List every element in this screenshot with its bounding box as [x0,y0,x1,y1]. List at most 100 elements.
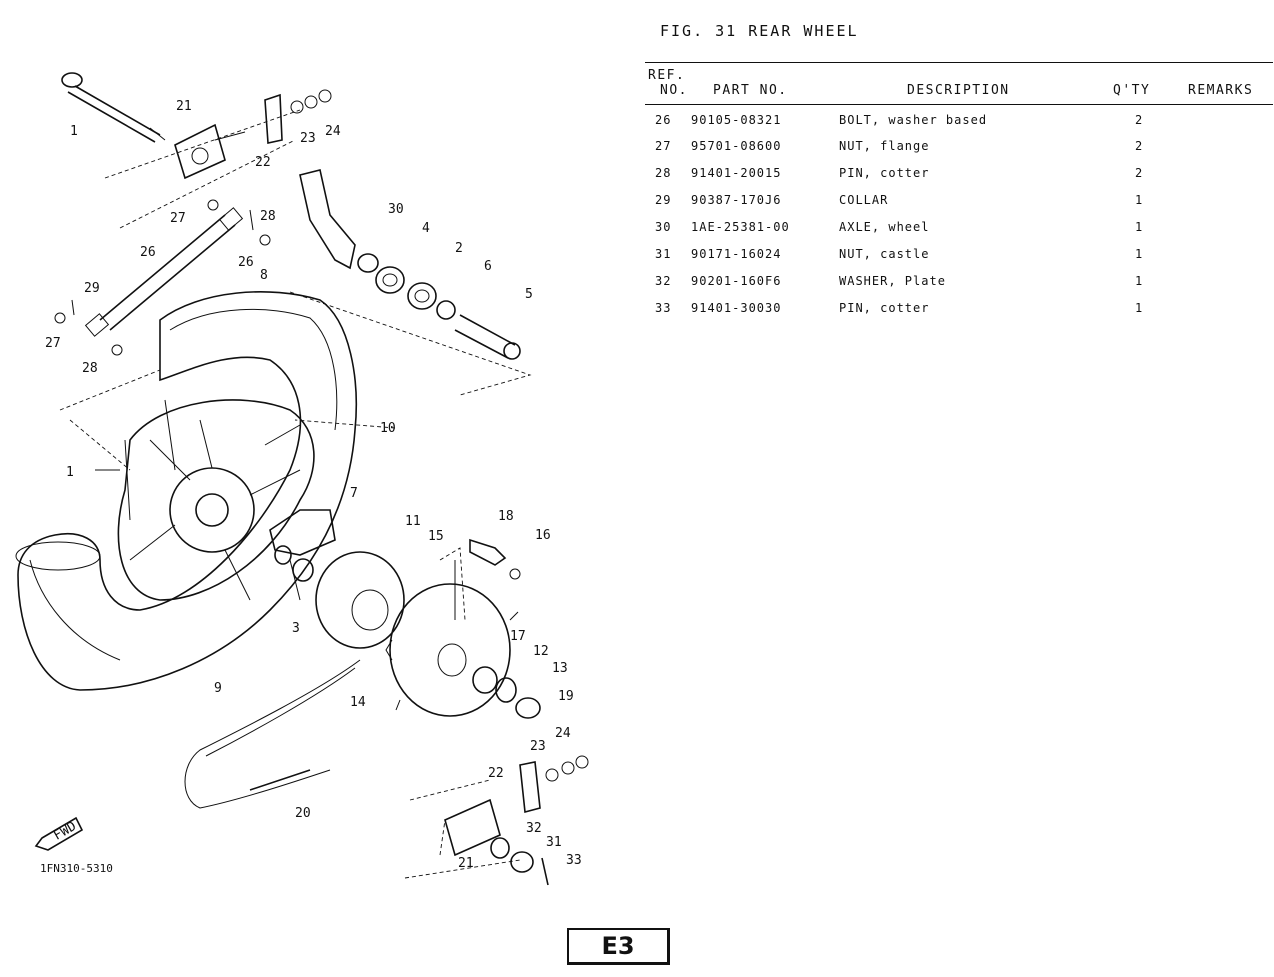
chain-puller-top [174,123,246,180]
header-qty: Q'TY [1113,83,1151,98]
description: PIN, cotter [839,166,930,180]
callout-5: 5 [525,287,533,302]
brake-arm-top [299,169,356,270]
drawing-code: 1FN310-5310 [40,862,113,875]
callout-6: 6 [484,259,492,274]
description: AXLE, wheel [839,220,930,234]
callout-22: 22 [255,155,271,170]
description: PIN, cotter [839,301,930,315]
exploded-parts-diagram: FWD 1 21 22 23 24 28 27 26 30 4 2 6 5 26… [15,72,589,886]
callout-3: 3 [292,621,300,636]
callout-19: 19 [558,689,574,704]
callout-7: 7 [350,486,358,501]
ref-no: 26 [655,113,672,127]
description: NUT, castle [839,247,930,261]
forward-arrow-icon: FWD [34,816,84,851]
callout-30: 1 [70,124,78,139]
header-remarks: REMARKS [1188,83,1254,98]
tire [15,291,358,691]
callout-9: 9 [214,681,222,696]
header-description: DESCRIPTION [907,83,1010,98]
rear-axle [61,72,166,143]
header-ref-bottom: NO. [660,83,688,98]
chain-puller-bottom [444,755,589,886]
callout-27b: 28 [82,361,98,376]
description: WASHER, Plate [839,274,946,288]
callout-10: 10 [380,421,396,436]
callout-1-label: 1 [66,465,74,480]
qty: 1 [1135,193,1144,207]
callout-8: 8 [260,268,268,283]
callout-24: 24 [325,124,341,139]
callout-20: 20 [295,806,311,821]
qty: 2 [1135,139,1144,153]
part-no: 90387-170J6 [691,193,782,207]
description: BOLT, washer based [839,113,988,127]
torque-rod [84,207,244,337]
bearings-and-spacers [357,253,521,360]
callout-21b: 21 [458,856,474,871]
qty: 1 [1135,247,1144,261]
callout-27: 27 [170,211,186,226]
part-no: 91401-20015 [691,166,782,180]
callout-31: 31 [546,835,562,850]
header-part-no: PART NO. [713,83,788,98]
ref-no: 27 [655,139,672,153]
callout-28: 28 [260,209,276,224]
sprocket-assembly [315,551,541,719]
brake-bracket [269,509,336,582]
part-no: 1AE-25381-00 [691,220,790,234]
callout-14: 14 [350,695,366,710]
qty: 1 [1135,220,1144,234]
qty: 1 [1135,301,1144,315]
part-no: 91401-30030 [691,301,782,315]
description: COLLAR [839,193,889,207]
ref-no: 30 [655,220,672,234]
header-ref-top: REF. [648,68,686,83]
part-no: 90171-16024 [691,247,782,261]
part-no: 90105-08321 [691,113,782,127]
ref-no: 29 [655,193,672,207]
wheel [117,399,315,601]
callout-29: 30 [388,202,404,217]
ref-no: 32 [655,274,672,288]
callout-28b: 29 [84,281,100,296]
figure-title: FIG. 31 REAR WHEEL [660,22,859,40]
part-no: 90201-160F6 [691,274,782,288]
adjuster-top [264,89,332,144]
chain-guard [469,538,521,580]
callout-32: 32 [526,821,542,836]
fasteners [54,199,271,356]
callout-16: 16 [535,528,551,543]
qty: 2 [1135,166,1144,180]
description: NUT, flange [839,139,930,153]
callout-12: 12 [533,644,549,659]
callout-22b: 22 [488,766,504,781]
callout-26b: 27 [45,336,61,351]
callout-33: 33 [566,853,582,868]
callout-24b: 24 [555,726,571,741]
callout-labels: 1 21 22 23 24 28 27 26 30 4 2 6 5 26 8 2… [45,99,582,871]
part-no: 95701-08600 [691,139,782,153]
qty: 1 [1135,274,1144,288]
callout-21: 21 [176,99,192,114]
callout-2: 2 [455,241,463,256]
callout-18: 18 [498,509,514,524]
qty: 2 [1135,113,1144,127]
callout-23: 23 [300,131,316,146]
ref-no: 28 [655,166,672,180]
ref-no: 33 [655,301,672,315]
callout-17: 17 [510,629,526,644]
callout-15: 15 [428,529,444,544]
drive-chain [184,659,361,809]
leader-lines [59,109,532,879]
callout-11: 11 [405,514,421,529]
callout-25: 26 [140,245,156,260]
callout-4: 4 [422,221,430,236]
callout-23b: 23 [530,739,546,754]
table-top-rule [645,62,1273,63]
ref-no: 31 [655,247,672,261]
callout-26: 26 [238,255,254,270]
header-bottom-rule [645,104,1273,105]
callout-13: 13 [552,661,568,676]
